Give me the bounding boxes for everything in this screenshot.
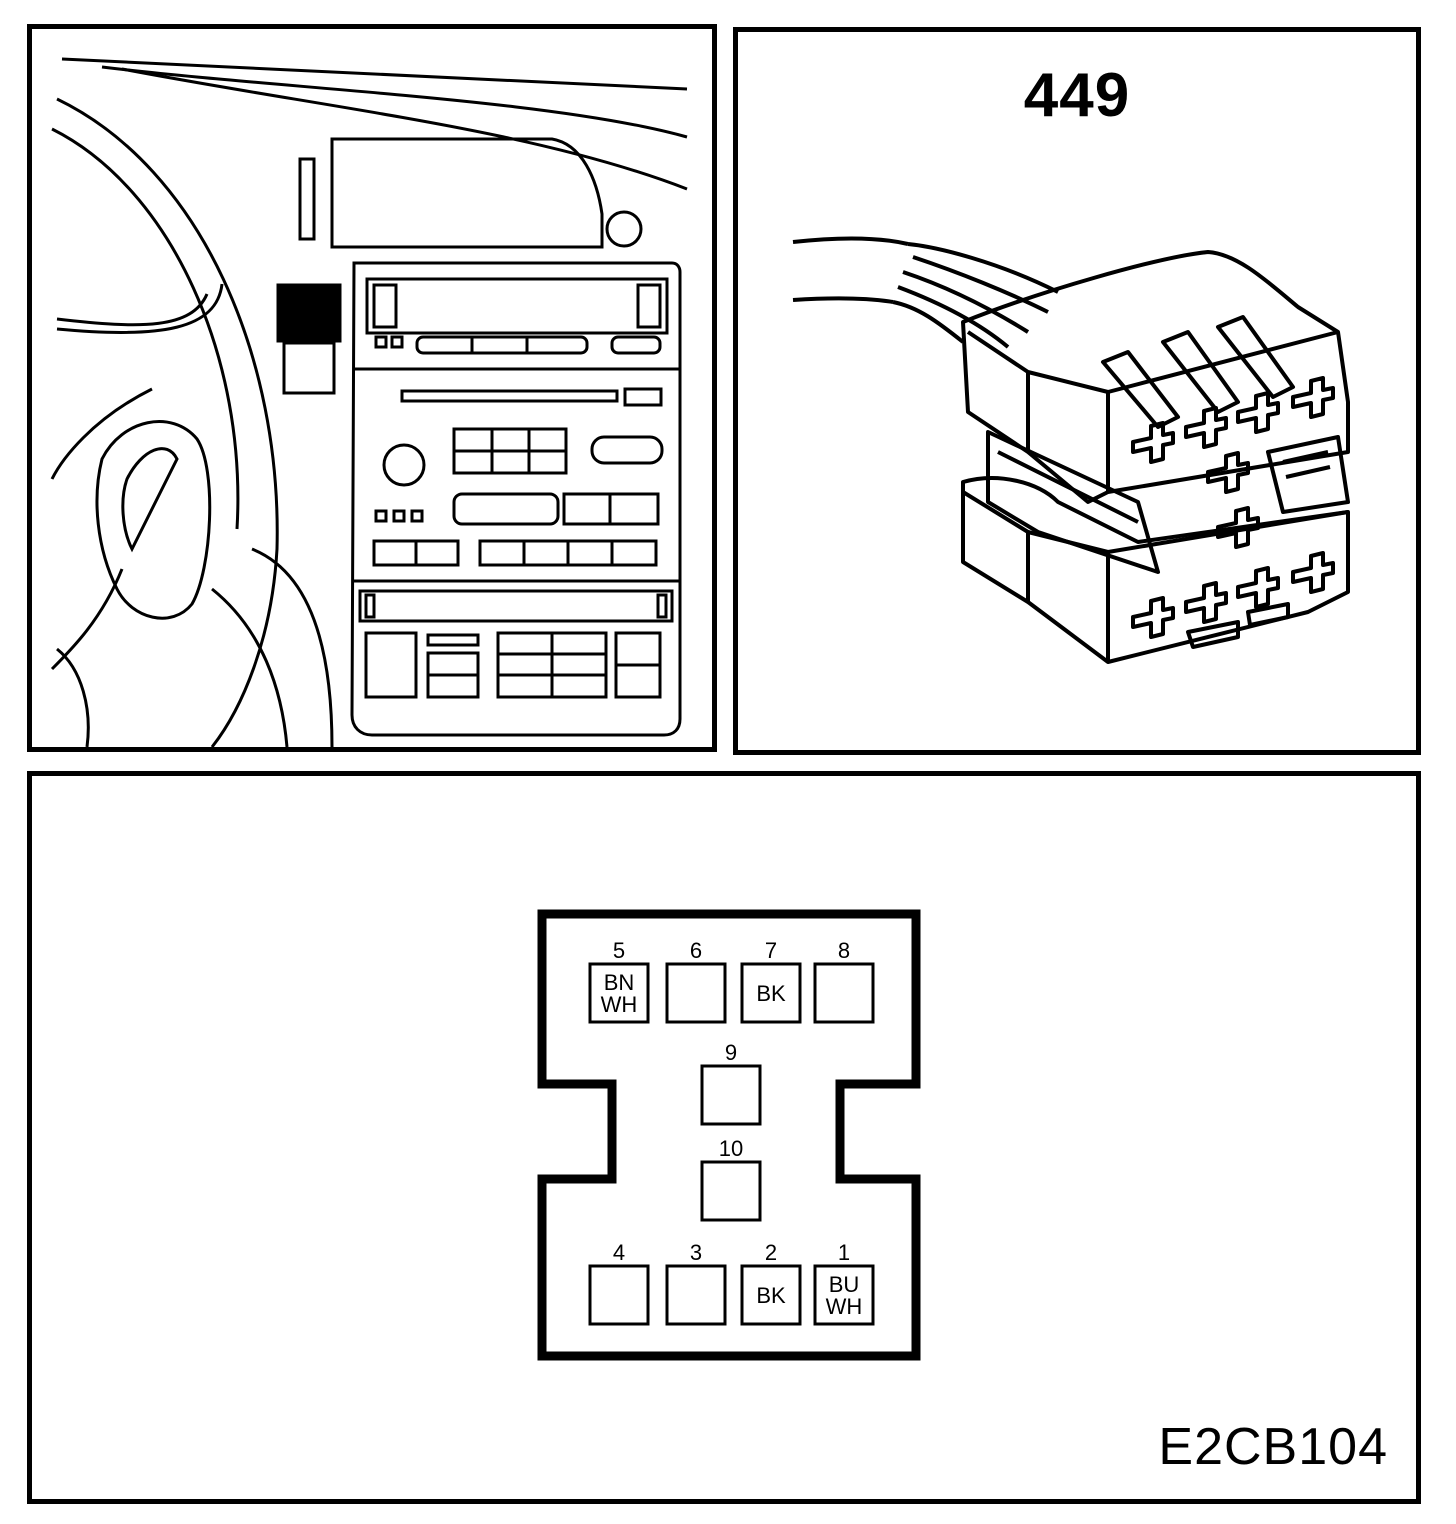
pin-wire-color: WH <box>601 992 638 1017</box>
connector-face-outline <box>537 909 921 1361</box>
pin-2: 2BK <box>740 1240 802 1326</box>
pin-wire-color: BK <box>756 981 786 1006</box>
pin-number: 5 <box>613 938 625 963</box>
pin-number: 6 <box>690 938 702 963</box>
pin-cavity <box>813 1264 875 1326</box>
pin-wire-color: BK <box>756 1283 786 1308</box>
diagram-code: E2CB104 <box>1158 1418 1388 1476</box>
pin-cavity <box>700 1160 762 1222</box>
pin-number: 2 <box>765 1240 777 1265</box>
pin-8: 8 <box>813 938 875 1024</box>
pin-number: 10 <box>719 1136 743 1161</box>
pin-10: 10 <box>700 1136 762 1222</box>
location-panel <box>27 24 717 752</box>
connector-number: 449 <box>1023 61 1131 130</box>
pin-cavity <box>813 962 875 1024</box>
connector-panel: 449 <box>733 27 1421 755</box>
pin-4: 4 <box>588 1240 650 1326</box>
pin-cavity <box>740 1264 802 1326</box>
pin-number: 4 <box>613 1240 625 1265</box>
pin-number: 1 <box>838 1240 850 1265</box>
pin-number: 8 <box>838 938 850 963</box>
pin-cavity <box>665 962 727 1024</box>
pin-number: 3 <box>690 1240 702 1265</box>
pin-cavity <box>700 1064 762 1126</box>
pin-7: 7BK <box>740 938 802 1024</box>
pin-number: 7 <box>765 938 777 963</box>
pin-3: 3 <box>665 1240 727 1326</box>
pin-wire-color: BU <box>829 1272 860 1297</box>
connector-illustration <box>792 236 1350 664</box>
pin-9: 9 <box>700 1040 762 1126</box>
pin-wire-color: BN <box>604 970 635 995</box>
dashboard-illustration <box>50 57 688 747</box>
pin-cavity <box>665 1264 727 1326</box>
pin-number: 9 <box>725 1040 737 1065</box>
pin-cavity <box>588 1264 650 1326</box>
pin-6: 6 <box>665 938 727 1024</box>
pin-wire-color: WH <box>826 1294 863 1319</box>
pin-cavity <box>588 962 650 1024</box>
pin-cavity <box>740 962 802 1024</box>
